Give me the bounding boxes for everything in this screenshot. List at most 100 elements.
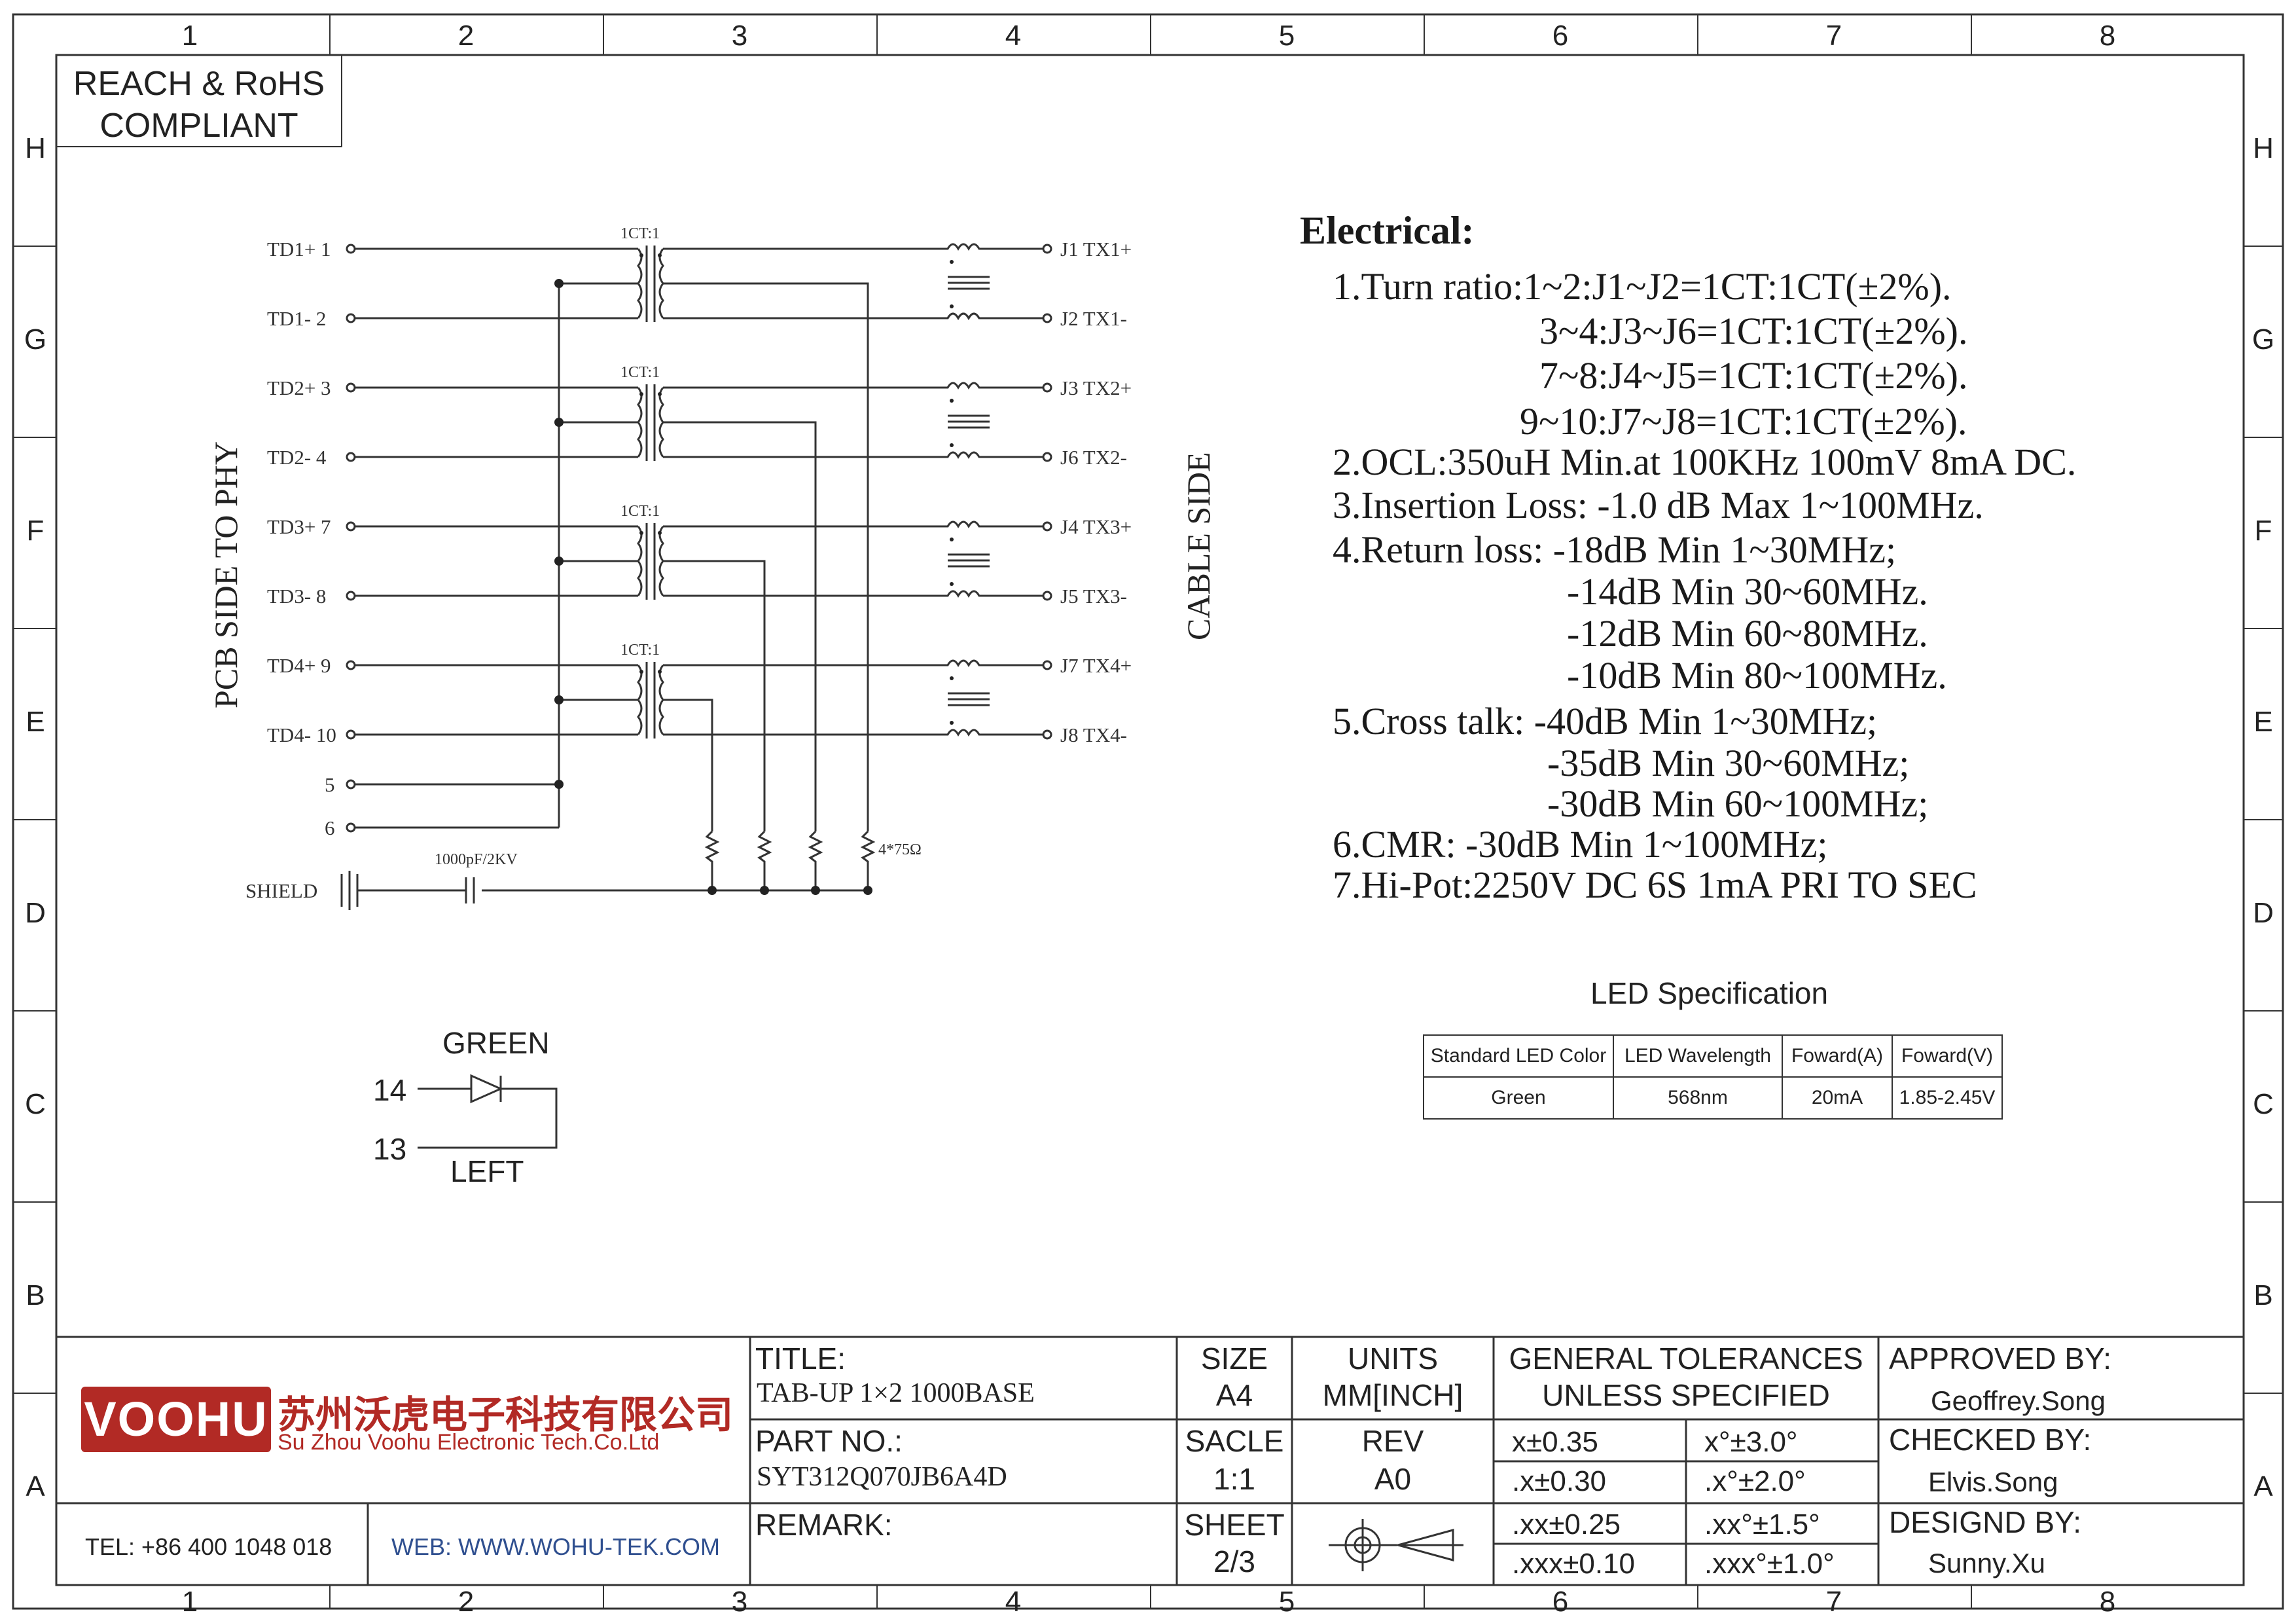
grid-row-b-right: B	[2253, 1279, 2273, 1311]
led-pin-13: 13	[373, 1132, 407, 1166]
grid-row-a-right: A	[2253, 1470, 2273, 1503]
units-value: MM[INCH]	[1322, 1378, 1463, 1412]
capacitor-label: 1000pF/2KV	[435, 851, 518, 868]
spec-insertion-loss: 3.Insertion Loss: -1.0 dB Max 1~100MHz.	[1333, 484, 1984, 526]
tolerance-angular-4: .xxx°±1.0°	[1704, 1548, 1835, 1580]
grid-row-e: E	[26, 706, 45, 738]
grid-col-1: 1	[181, 20, 198, 52]
grid-row-h-right: H	[2253, 132, 2274, 164]
cable-side-label: CABLE SIDE	[1180, 452, 1217, 641]
pin-label-td1p: TD1+ 1	[267, 238, 331, 261]
approved-label: APPROVED BY:	[1889, 1341, 2112, 1376]
grid-row-a: A	[26, 1470, 45, 1503]
pin-label-td2n: TD2- 4	[267, 446, 327, 469]
spec-cross-talk-1: 5.Cross talk: -40dB Min 1~30MHz;	[1333, 700, 1878, 742]
pin-label-j8: J8 TX4-	[1060, 723, 1127, 746]
led-spec-color: Green	[1423, 1076, 1614, 1120]
rev-label: REV	[1361, 1424, 1424, 1458]
contact-tel: TEL: +86 400 1048 018	[85, 1533, 332, 1560]
pin-label-j5: J5 TX3-	[1060, 585, 1127, 608]
size-label: SIZE	[1200, 1341, 1268, 1376]
spec-hipot: 7.Hi-Pot:2250V DC 6S 1mA PRI TO SEC	[1333, 864, 1977, 906]
ratio-label-4: 1CT:1	[620, 642, 660, 659]
grid-row-c-right: C	[2253, 1088, 2274, 1120]
pin-label-j6: J6 TX2-	[1060, 446, 1127, 469]
grid-col-7: 7	[1825, 20, 1842, 52]
pin-label-6: 6	[325, 816, 335, 839]
left-pin-wires	[353, 247, 638, 736]
spec-return-loss-3: -12dB Min 60~80MHz.	[1567, 612, 1928, 655]
grid-col-3: 3	[731, 20, 748, 52]
grid-row-c: C	[25, 1088, 46, 1120]
scale-label: SACLE	[1185, 1424, 1284, 1458]
checked-value: Elvis.Song	[1928, 1467, 2058, 1497]
approved-value: Geoffrey.Song	[1931, 1385, 2106, 1416]
remark-label: REMARK:	[755, 1508, 893, 1542]
grid-col-1-bottom: 1	[181, 1586, 198, 1618]
grid-row-b: B	[26, 1279, 45, 1311]
led-spec-header-forward-a: Foward(A)	[1782, 1034, 1893, 1078]
title-label: TITLE:	[755, 1341, 846, 1376]
led-spec-header-color: Standard LED Color	[1423, 1034, 1614, 1078]
led-spec-header-row: Standard LED Color LED Wavelength Foward…	[1423, 1034, 2003, 1078]
led-position-label: LEFT	[450, 1154, 524, 1188]
pcb-side-label: PCB SIDE TO PHY	[207, 441, 244, 708]
tolerance-angular-3: .xx°±1.5°	[1704, 1508, 1820, 1541]
compliance-line-1: REACH & RoHS	[73, 65, 325, 103]
company-name-en: Su Zhou Voohu Electronic Tech.Co.Ltd	[278, 1430, 660, 1455]
spec-cross-talk-3: -30dB Min 60~100MHz;	[1547, 782, 1929, 825]
part-no-label: PART NO.:	[755, 1424, 903, 1458]
shield-label: SHIELD	[245, 879, 317, 902]
led-spec-header-forward-v: Foward(V)	[1892, 1034, 2003, 1078]
pin-label-j4: J4 TX3+	[1060, 515, 1132, 538]
led-spec-title: LED Specification	[1590, 976, 1829, 1010]
led-spec-table: Standard LED Color LED Wavelength Foward…	[1423, 1034, 2003, 1120]
led-spec-header-wavelength: LED Wavelength	[1613, 1034, 1783, 1078]
tolerance-angular-2: .x°±2.0°	[1704, 1465, 1806, 1497]
led-pin-14: 14	[373, 1073, 407, 1107]
pin-label-td3p: TD3+ 7	[267, 515, 331, 538]
spec-cross-talk-2: -35dB Min 30~60MHz;	[1547, 742, 1910, 784]
grid-row-f-right: F	[2254, 515, 2272, 547]
sheet-value: 2/3	[1213, 1544, 1255, 1578]
grid-col-4-bottom: 4	[1005, 1586, 1022, 1618]
ratio-label-3: 1CT:1	[620, 503, 660, 520]
ratio-label-1: 1CT:1	[620, 225, 660, 242]
spec-cmr: 6.CMR: -30dB Min 1~100MHz;	[1333, 823, 1828, 866]
grid-col-2: 2	[457, 20, 475, 52]
units-label: UNITS	[1348, 1341, 1438, 1376]
designed-value: Sunny.Xu	[1928, 1548, 2046, 1578]
spec-return-loss-4: -10dB Min 80~100MHz.	[1567, 654, 1947, 697]
grid-row-e-right: E	[2253, 706, 2273, 738]
grid-row-h: H	[25, 132, 46, 164]
grid-col-5: 5	[1278, 20, 1295, 52]
transformer-cores	[645, 246, 656, 739]
compliance-line-2: COMPLIANT	[99, 107, 298, 145]
grid-col-7-bottom: 7	[1825, 1586, 1842, 1618]
spec-turn-ratio-4: 9~10:J7~J8=1CT:1CT(±2%).	[1520, 400, 1967, 443]
contact-web: WEB: WWW.WOHU-TEK.COM	[391, 1533, 720, 1560]
tolerance-linear-4: .xxx±0.10	[1512, 1548, 1636, 1580]
pin-label-5: 5	[325, 773, 335, 796]
pin-label-td1n: TD1- 2	[267, 307, 326, 330]
grid-col-4: 4	[1005, 20, 1022, 52]
pin-label-j2: J2 TX1-	[1060, 307, 1127, 330]
scale-value: 1:1	[1213, 1462, 1255, 1496]
tolerance-linear-2: .x±0.30	[1512, 1465, 1607, 1497]
spec-return-loss-2: -14dB Min 30~60MHz.	[1567, 570, 1928, 613]
tolerance-linear-3: .xx±0.25	[1512, 1508, 1621, 1541]
led-circuit	[418, 1074, 558, 1149]
tolerance-title-1: GENERAL TOLERANCES	[1509, 1341, 1863, 1376]
pin-label-td4n: TD4- 10	[267, 723, 336, 746]
spec-turn-ratio-1: 1.Turn ratio:1~2:J1~J2=1CT:1CT(±2%).	[1333, 265, 1952, 308]
part-no-value: SYT312Q070JB6A4D	[757, 1462, 1007, 1492]
pin-label-j7: J7 TX4+	[1060, 654, 1132, 677]
tolerance-angular-1: x°±3.0°	[1704, 1426, 1798, 1458]
grid-row-d-right: D	[2253, 897, 2274, 929]
designed-label: DESIGND BY:	[1889, 1505, 2081, 1539]
pin-label-td4p: TD4+ 9	[267, 654, 331, 677]
spec-turn-ratio-2: 3~4:J3~J6=1CT:1CT(±2%).	[1539, 310, 1968, 352]
